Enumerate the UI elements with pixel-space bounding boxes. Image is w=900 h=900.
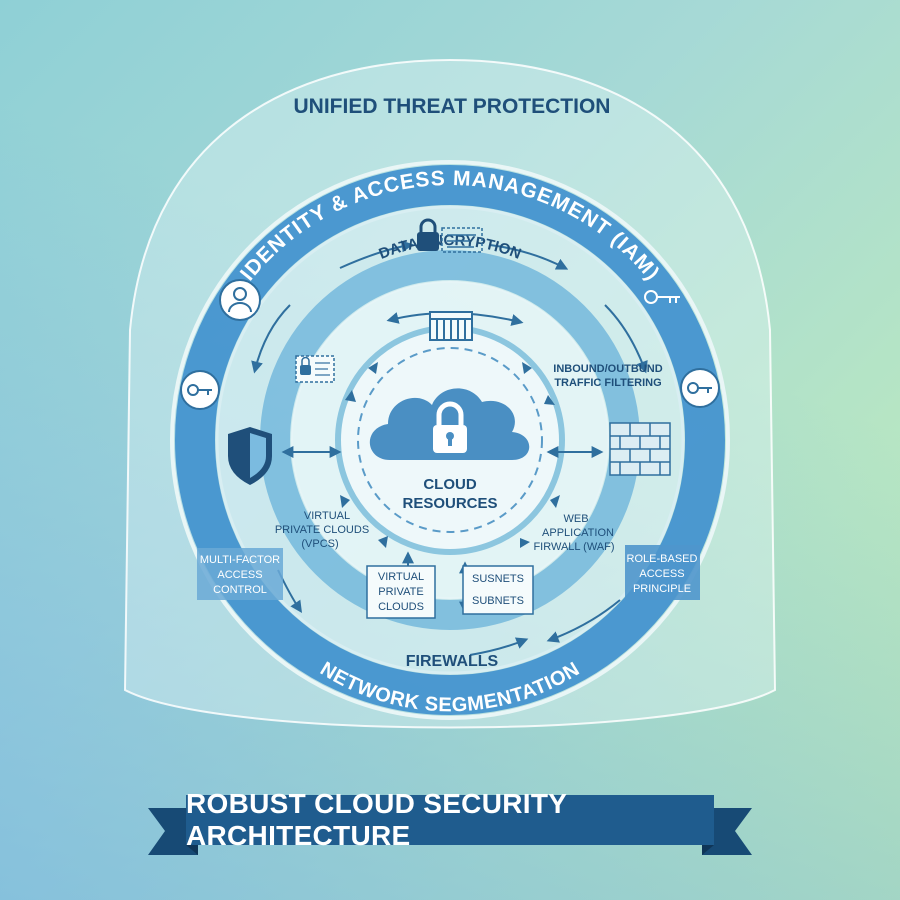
vpc-box <box>366 565 436 619</box>
vpc-box-line3: CLOUDS <box>378 601 424 613</box>
mfa-label-line1: MULTI-FACTOR <box>200 554 280 566</box>
waf-label-line3: FIRWALL (WAF) <box>533 541 614 553</box>
center-label-line1: CLOUD <box>423 476 476 493</box>
shield-icon <box>228 427 272 485</box>
firewalls-label: FIREWALLS <box>406 653 499 670</box>
waf-label-line1: WEB <box>563 513 588 525</box>
subnets-box-line1: SUSNETS <box>472 573 524 585</box>
banner-ribbon <box>148 795 752 855</box>
user-icon <box>219 279 261 321</box>
rbac-label-line1: ROLE-BASED <box>627 553 698 565</box>
center-label-line2: RESOURCES <box>402 495 497 512</box>
key-icon <box>644 290 680 304</box>
rbac-label-line3: PRINCIPLE <box>633 583 691 595</box>
flow-markers <box>340 362 560 548</box>
banner-title: ROBUST CLOUD SECURITY ARCHITECTURE <box>186 788 567 851</box>
vpc-label-line1: VIRTUAL <box>304 510 350 522</box>
title: UNIFIED THREAT PROTECTION <box>294 95 611 118</box>
waf-label-line2: APPLICATION <box>542 527 614 539</box>
rbac-box <box>625 545 700 600</box>
subnets-box-line2: SUBNETS <box>472 595 524 607</box>
traffic-filtering-label-line2: TRAFFIC FILTERING <box>554 377 661 389</box>
rbac-label-line2: ACCESS <box>639 568 684 580</box>
vpc-box-line2: PRIVATE <box>378 586 423 598</box>
key-icon <box>680 368 720 408</box>
mfa-box <box>197 548 283 600</box>
key-icon <box>180 370 220 410</box>
vpc-label-line3: (VPCS) <box>301 538 338 550</box>
cloud-lock-icon <box>369 388 530 460</box>
document-lock-icon <box>295 355 335 383</box>
mfa-label-line2: ACCESS <box>217 569 262 581</box>
vpc-label-line2: PRIVATE CLOUDS <box>275 524 369 536</box>
brick-wall-icon <box>609 422 671 476</box>
iam-ring <box>170 160 730 720</box>
vpc-box-line1: VIRTUAL <box>378 571 424 583</box>
mfa-label-line3: CONTROL <box>213 584 267 596</box>
gate-icon <box>429 311 473 341</box>
subnets-box <box>462 565 534 615</box>
traffic-filtering-label-line1: INBOUND/OUTBUND <box>553 363 662 375</box>
lock-icon <box>417 218 483 253</box>
